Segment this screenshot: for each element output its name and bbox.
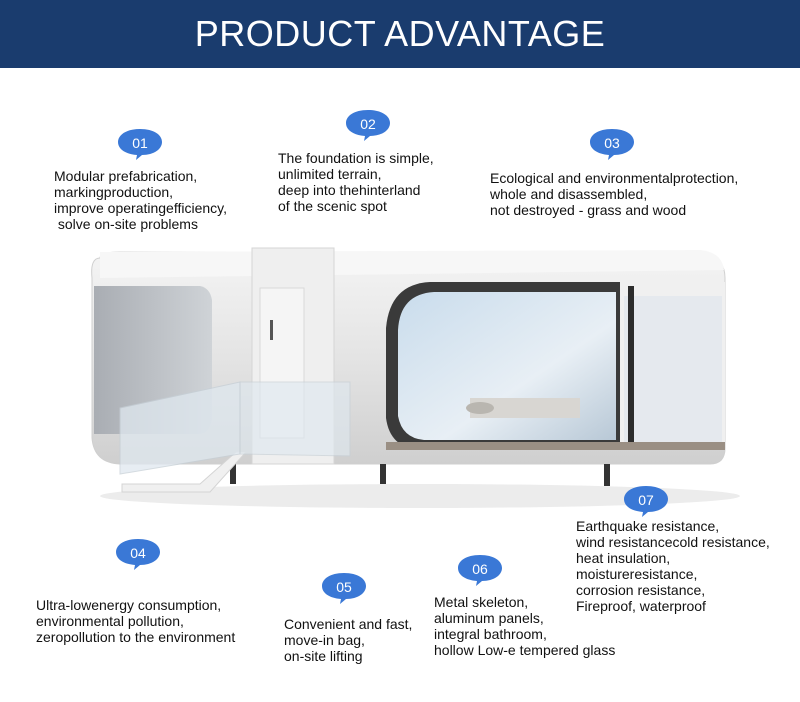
feature-text-06: Metal skeleton, aluminum panels, integra… — [434, 594, 616, 658]
feature-badge-03: 03 — [588, 127, 636, 161]
feature-text-05: Convenient and fast, move-in bag, on-sit… — [284, 616, 413, 664]
feature-text-07: Earthquake resistance, wind resistanceco… — [576, 518, 770, 614]
feature-badge-04: 04 — [114, 537, 162, 571]
feature-text-03: Ecological and environmentalprotection, … — [490, 170, 739, 218]
header-banner: PRODUCT ADVANTAGE — [0, 0, 800, 68]
page-title: PRODUCT ADVANTAGE — [194, 13, 606, 54]
feature-badge-06: 06 — [456, 553, 504, 587]
feature-text-04: Ultra-lowenergy consumption, environment… — [36, 597, 236, 645]
feature-text-01: Modular prefabrication, markingproductio… — [54, 168, 228, 232]
capsule-cabin-image — [91, 247, 740, 508]
feature-badge-02: 02 — [344, 108, 392, 142]
feature-text-02: The foundation is simple, unlimited terr… — [278, 150, 434, 214]
feature-badge-07: 07 — [622, 484, 670, 518]
feature-badge-01: 01 — [116, 127, 164, 161]
feature-badge-05: 05 — [320, 571, 368, 605]
